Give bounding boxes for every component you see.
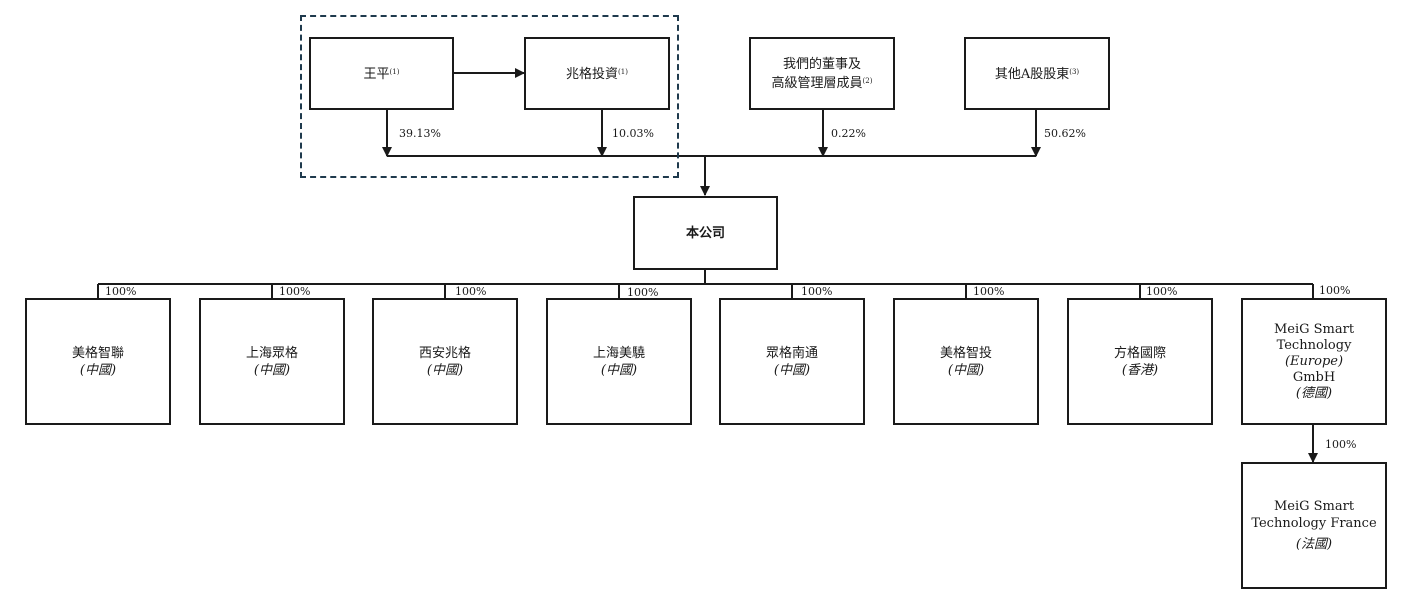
subsidiary-region: (香港) [1121, 362, 1159, 378]
subsidiary-region: (中國) [600, 362, 638, 378]
shareholder-other-label: 其他A股股東 [994, 67, 1070, 82]
subsidiary-name: 西安兆格 [418, 345, 471, 361]
controlling-shareholders-group [300, 15, 679, 178]
subsidiary-box: 眾格南通 (中國) [719, 298, 865, 425]
europe-region: (德國) [1295, 385, 1333, 401]
pct-subsidiary: 100% [279, 285, 311, 298]
pct-subsidiary: 100% [973, 285, 1005, 298]
europe-line4: GmbH [1292, 369, 1336, 385]
pct-france: 100% [1325, 438, 1357, 451]
subsidiary-region: (中國) [253, 362, 291, 378]
subsidiary-box: 美格智聯 (中國) [25, 298, 171, 425]
pct-subsidiary: 100% [105, 285, 137, 298]
subsidiary-france-box: MeiG Smart Technology France (法國) [1241, 462, 1387, 589]
subsidiary-box: 方格國際 (香港) [1067, 298, 1213, 425]
pct-subsidiary: 100% [801, 285, 833, 298]
subsidiary-box: 上海眾格 (中國) [199, 298, 345, 425]
france-region: (法國) [1295, 537, 1333, 552]
pct-other: 50.62% [1044, 127, 1086, 140]
subsidiary-region: (中國) [426, 362, 464, 378]
europe-line3: (Europe) [1284, 353, 1344, 369]
note-ref: (1) [618, 68, 628, 76]
company-box: 本公司 [633, 196, 778, 270]
europe-line1: MeiG Smart [1273, 321, 1355, 337]
pct-europe: 100% [1319, 284, 1351, 297]
subsidiary-europe-box: MeiG Smart Technology (Europe) GmbH (德國) [1241, 298, 1387, 425]
europe-line2: Technology [1276, 337, 1352, 353]
pct-directors: 0.22% [831, 127, 866, 140]
pct-subsidiary: 100% [1146, 285, 1178, 298]
subsidiary-name: 方格國際 [1113, 345, 1166, 361]
subsidiary-name: 眾格南通 [765, 345, 818, 361]
pct-subsidiary: 100% [455, 285, 487, 298]
subsidiary-box: 西安兆格 (中國) [372, 298, 518, 425]
note-ref: (3) [1069, 68, 1080, 76]
subsidiary-name: 上海美驍 [592, 345, 645, 361]
subsidiary-region: (中國) [79, 362, 117, 378]
france-line1: MeiG Smart [1273, 499, 1355, 514]
shareholder-directors-line1: 我們的董事及 [782, 56, 861, 72]
shareholder-zhaoge-box: 兆格投資(1) [524, 37, 670, 110]
pct-zhaoge: 10.03% [612, 127, 654, 140]
subsidiary-region: (中國) [947, 362, 985, 378]
shareholder-wang-ping-box: 王平(1) [309, 37, 454, 110]
note-ref: (2) [862, 76, 873, 85]
shareholder-directors-line2: 高級管理層成員 [771, 75, 863, 91]
subsidiary-name: 美格智投 [939, 345, 992, 361]
subsidiary-box: 上海美驍 (中國) [546, 298, 692, 425]
pct-subsidiary: 100% [627, 286, 659, 299]
shareholder-zhaoge-label: 兆格投資 [566, 67, 619, 82]
france-line2: Technology France [1251, 516, 1377, 531]
subsidiary-name: 美格智聯 [71, 345, 124, 361]
company-label: 本公司 [685, 225, 725, 241]
subsidiary-box: 美格智投 (中國) [893, 298, 1039, 425]
shareholder-other-box: 其他A股股東(3) [964, 37, 1110, 110]
shareholder-directors-box: 我們的董事及 高級管理層成員(2) [749, 37, 895, 110]
shareholder-wang-ping-label: 王平 [363, 67, 390, 82]
pct-wang-ping: 39.13% [399, 127, 441, 140]
note-ref: (1) [389, 68, 400, 76]
subsidiary-name: 上海眾格 [245, 345, 298, 361]
subsidiary-region: (中國) [773, 362, 811, 378]
